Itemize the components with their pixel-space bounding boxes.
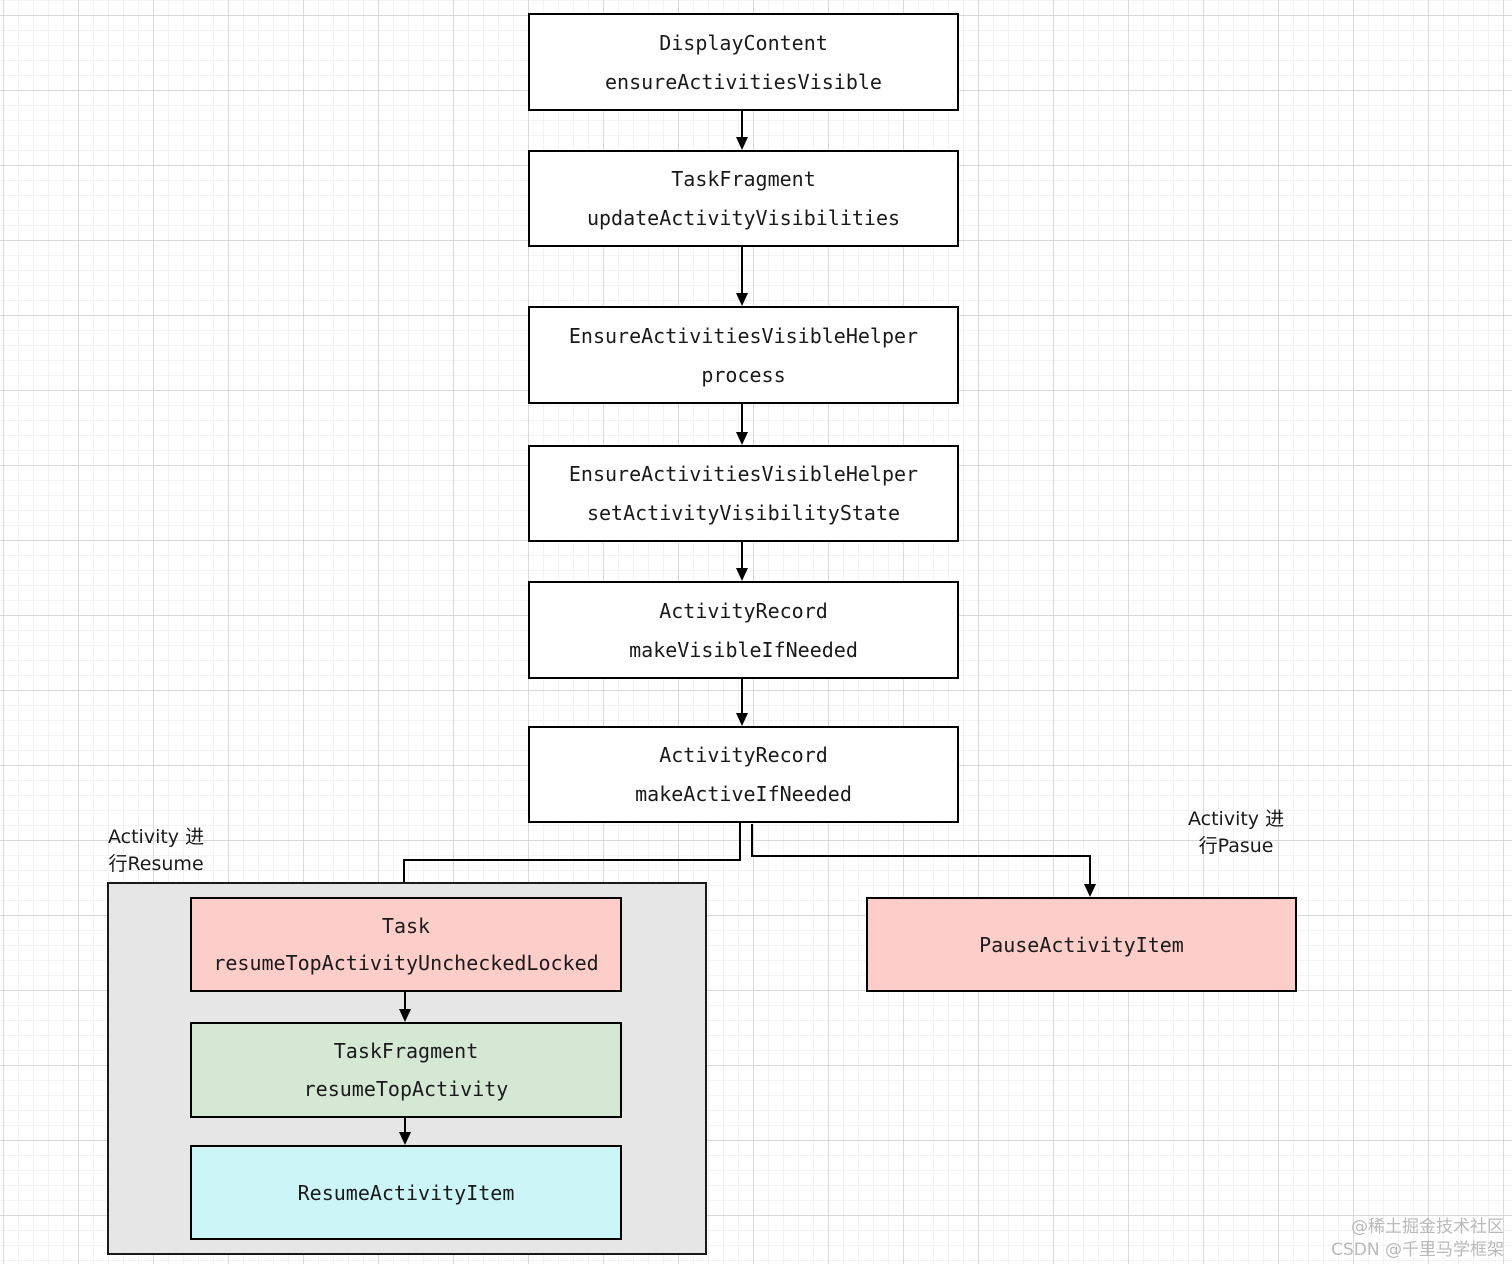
flow-arrow-line <box>741 679 743 714</box>
node-helper-set-visibility-state: EnsureActivitiesVisibleHelper setActivit… <box>528 445 959 542</box>
resume-label-line1: Activity 进 <box>108 826 205 848</box>
node-method-text: resumeTopActivityUncheckedLocked <box>213 951 599 976</box>
node-class-text: Task <box>381 913 431 938</box>
node-task-resume-top-unchecked: Task resumeTopActivityUncheckedLocked <box>190 897 622 992</box>
node-activity-record-make-active: ActivityRecord makeActiveIfNeeded <box>528 726 959 823</box>
node-class-text: TaskFragment <box>671 167 816 192</box>
flow-arrow-line <box>741 111 743 138</box>
watermark-line1: @稀土掘金技术社区 <box>1351 1217 1504 1237</box>
node-method-text: setActivityVisibilityState <box>586 500 901 525</box>
flow-arrow-line <box>741 404 743 433</box>
watermark-line2: CSDN @千里马学框架 <box>1331 1240 1504 1260</box>
node-helper-process: EnsureActivitiesVisibleHelper process <box>528 306 959 404</box>
pause-branch-line <box>751 824 753 857</box>
pause-label-line1: Activity 进 <box>1188 808 1285 830</box>
pause-label-line2: 行Pasue <box>1198 835 1274 857</box>
flow-arrow-line <box>741 247 743 294</box>
resume-branch-line <box>403 859 741 861</box>
resume-step-arrow-line <box>404 1118 406 1133</box>
arrow-down-icon <box>736 713 748 726</box>
node-display-content: DisplayContent ensureActivitiesVisible <box>528 13 959 111</box>
arrow-down-icon <box>399 1009 411 1022</box>
node-class-text: ActivityRecord <box>659 598 828 623</box>
node-class-text: ResumeActivityItem <box>297 1180 515 1205</box>
resume-branch-line <box>403 859 405 885</box>
node-method-text: makeVisibleIfNeeded <box>629 637 858 662</box>
arrow-down-icon <box>1084 884 1096 897</box>
node-method-text: resumeTopActivity <box>303 1077 509 1101</box>
node-class-text: TaskFragment <box>333 1039 479 1063</box>
flow-arrow-line <box>741 542 743 569</box>
node-task-fragment-update: TaskFragment updateActivityVisibilities <box>528 150 959 247</box>
resume-branch-line <box>739 823 741 861</box>
node-pause-activity-item: PauseActivityItem <box>866 897 1297 992</box>
node-method-text: updateActivityVisibilities <box>586 205 901 230</box>
node-method-text: process <box>701 362 786 387</box>
watermark: @稀土掘金技术社区 CSDN @千里马学框架 <box>1331 1216 1504 1262</box>
node-method-text: makeActiveIfNeeded <box>635 781 852 806</box>
node-activity-record-make-visible: ActivityRecord makeVisibleIfNeeded <box>528 581 959 679</box>
node-class-text: EnsureActivitiesVisibleHelper <box>568 462 919 487</box>
resume-branch-label: Activity 进 行Resume <box>108 824 204 878</box>
node-task-fragment-resume-top: TaskFragment resumeTopActivity <box>190 1022 622 1118</box>
resume-step-arrow-line <box>404 992 406 1010</box>
resume-label-line2: 行Resume <box>108 853 204 875</box>
node-resume-activity-item: ResumeActivityItem <box>190 1145 622 1240</box>
pause-branch-line <box>1089 855 1091 885</box>
pause-branch-label: Activity 进 行Pasue <box>1188 806 1284 860</box>
arrow-down-icon <box>736 432 748 445</box>
arrow-down-icon <box>736 568 748 581</box>
arrow-down-icon <box>399 1132 411 1145</box>
node-method-text: ensureActivitiesVisible <box>605 69 882 94</box>
node-class-text: ActivityRecord <box>659 743 828 768</box>
node-class-text: DisplayContent <box>659 30 828 55</box>
arrow-down-icon <box>736 293 748 306</box>
node-class-text: PauseActivityItem <box>979 932 1184 957</box>
node-class-text: EnsureActivitiesVisibleHelper <box>568 323 919 348</box>
arrow-down-icon <box>736 137 748 150</box>
pause-branch-line <box>751 855 1091 857</box>
